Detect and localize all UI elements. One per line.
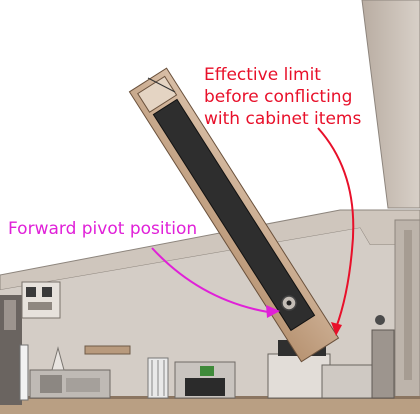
panel-top-edge <box>147 77 176 93</box>
panel-end-cap <box>137 75 178 113</box>
pivot-arrow-head <box>266 305 280 318</box>
pivot-bolt <box>286 300 292 306</box>
cabinet-floor <box>0 398 420 414</box>
limit-arrow-head <box>331 322 342 336</box>
machine-detail-1 <box>40 375 62 393</box>
right-knob <box>375 315 385 325</box>
board-chip <box>185 378 225 396</box>
tilted-panel-assembly <box>128 67 340 363</box>
left-panel-detail <box>4 300 16 330</box>
panel-screen <box>152 98 316 332</box>
wall-bracket <box>404 230 412 380</box>
cone-part <box>51 346 65 371</box>
right-component <box>371 329 395 399</box>
side-block <box>321 364 373 399</box>
pivot-annotation: Forward pivot position <box>8 219 198 239</box>
limit-arrow <box>317 127 355 329</box>
cabinet-side-wall <box>361 0 420 209</box>
connector-jack-1 <box>26 287 36 297</box>
machine-detail-2 <box>66 378 100 392</box>
board-led <box>200 366 214 376</box>
pivot-arrow <box>151 247 269 313</box>
power-block <box>267 353 331 399</box>
connector-jack-2 <box>42 287 52 297</box>
limit-annotation: Effective limit before conflicting with … <box>204 65 362 129</box>
small-shelf <box>84 345 131 355</box>
vertical-post <box>19 344 29 401</box>
connector-strip <box>28 302 52 310</box>
